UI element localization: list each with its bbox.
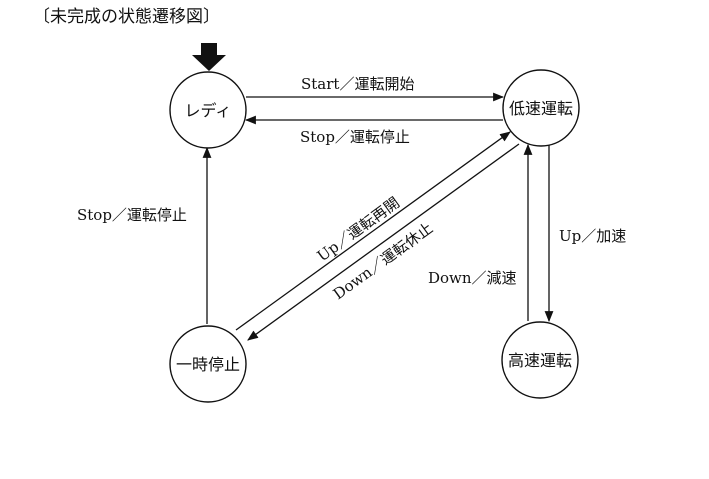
- label-low-speed-to-ready: Stop／運転停止: [300, 128, 410, 146]
- label-pause-to-ready: Stop／運転停止: [77, 206, 187, 224]
- diagram-title: 〔未完成の状態遷移図〕: [33, 7, 220, 27]
- state-ready-label: レディ: [185, 101, 232, 120]
- state-high-speed-label: 高速運転: [508, 351, 572, 370]
- state-low-speed-label: 低速運転: [509, 99, 573, 118]
- state-pause: 一時停止: [169, 325, 247, 403]
- state-ready: レディ: [169, 71, 247, 149]
- edge-pause-to-low-speed: [235, 131, 511, 331]
- label-ready-to-low-speed: Start／運転開始: [301, 75, 414, 93]
- state-pause-label: 一時停止: [176, 355, 240, 374]
- edge-low-speed-to-pause: [247, 143, 520, 341]
- state-low-speed: 低速運転: [502, 69, 580, 147]
- state-high-speed: 高速運転: [501, 321, 579, 399]
- label-low-speed-to-high-speed: Up／加速: [559, 227, 626, 245]
- label-high-speed-to-low-speed: Down／減速: [428, 269, 517, 287]
- initial-state-arrow: [192, 43, 226, 71]
